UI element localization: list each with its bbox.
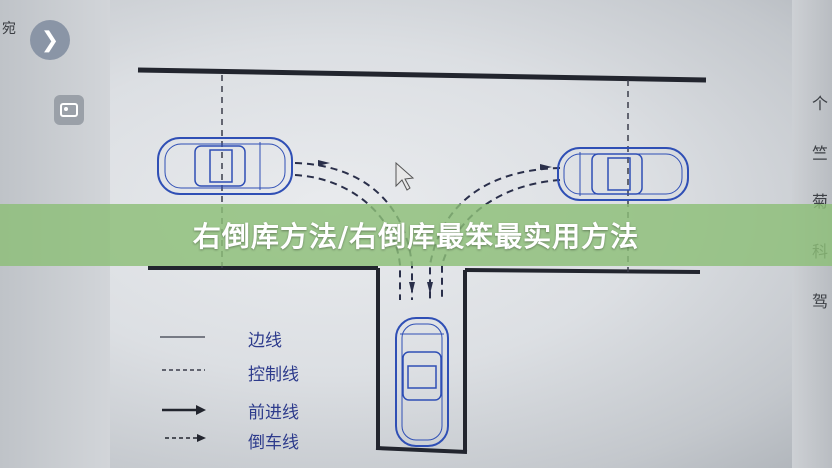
legend-label-edge: 边线 bbox=[248, 331, 282, 351]
right-panel-char: 个 bbox=[811, 94, 828, 113]
car-right bbox=[557, 147, 689, 201]
gallery-icon[interactable] bbox=[54, 95, 84, 125]
top-edge-line bbox=[137, 67, 707, 83]
legend-reverse-arrow-icon bbox=[197, 434, 206, 442]
legend-label-forward: 前进线 bbox=[248, 403, 299, 423]
right-panel-char: 驾 bbox=[811, 292, 828, 311]
arrow-icon bbox=[409, 282, 415, 294]
sidebar-text: 宛 bbox=[2, 21, 16, 37]
arrow-icon bbox=[427, 282, 433, 294]
arrow-icon bbox=[318, 160, 330, 166]
legend-label-reverse: 倒车线 bbox=[248, 433, 299, 453]
legend-label-control: 控制线 bbox=[248, 365, 299, 385]
arrow-icon bbox=[540, 164, 552, 170]
car-left bbox=[157, 137, 293, 195]
bottom-right-edge-line bbox=[464, 268, 701, 274]
car-garage bbox=[395, 317, 449, 447]
forward-arrow-icon[interactable]: ❯ bbox=[30, 20, 70, 60]
right-panel-char: 竺 bbox=[811, 144, 828, 163]
title-banner: 右倒库方法/右倒库最笨最实用方法 bbox=[0, 204, 832, 266]
garage-bottom-wall bbox=[375, 446, 468, 454]
forward-path-right bbox=[429, 167, 561, 300]
page-title: 右倒库方法/右倒库最笨最实用方法 bbox=[192, 220, 640, 253]
cursor-icon bbox=[395, 161, 415, 191]
legend-forward-arrow-icon bbox=[196, 405, 206, 415]
